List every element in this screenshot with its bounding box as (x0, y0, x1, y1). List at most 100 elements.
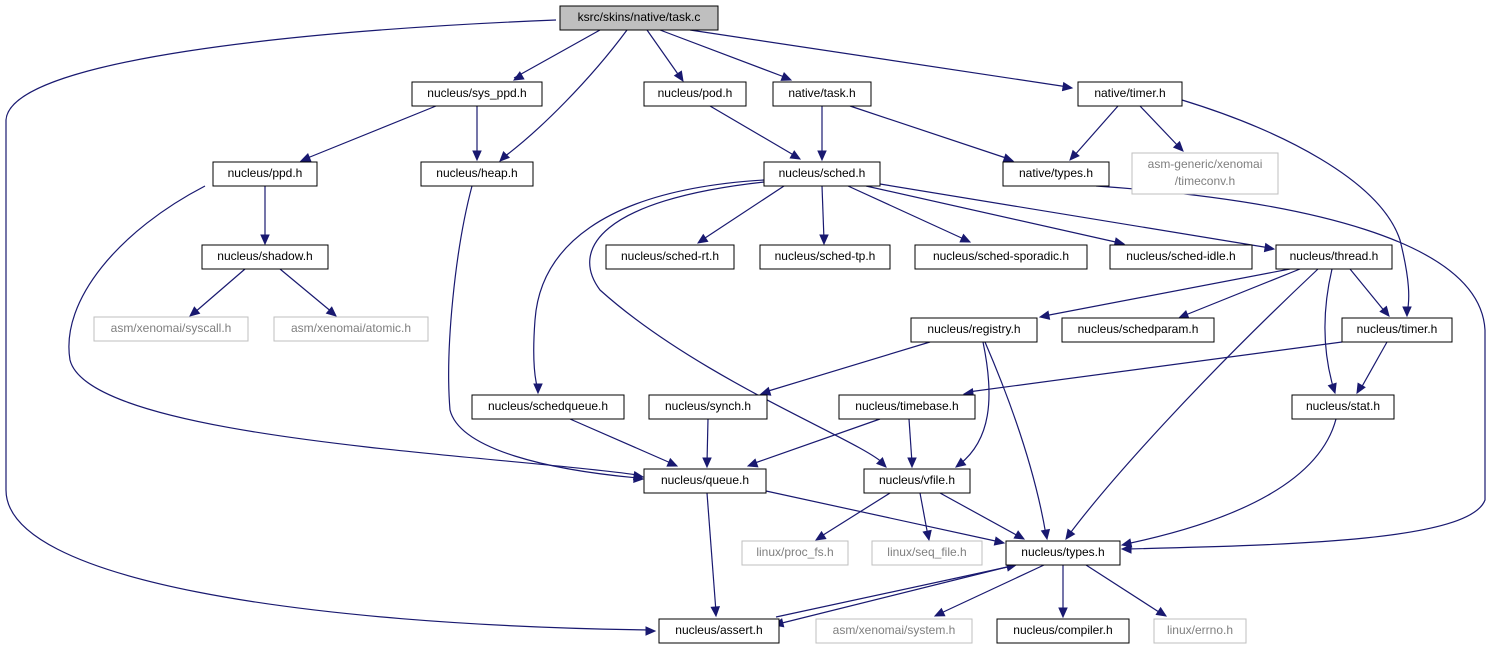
edge-line (1139, 105, 1181, 149)
dependency-edge (1038, 268, 1291, 320)
node-label: nucleus/sched.h (779, 166, 866, 180)
node-label: asm/xenomai/system.h (833, 623, 956, 637)
edge-line (706, 492, 717, 613)
dependency-edge (879, 183, 1276, 253)
dependency-edge (696, 185, 785, 244)
dependency-edge (1349, 268, 1390, 317)
edge-arrowhead (1013, 530, 1026, 540)
dependency-edge (659, 29, 793, 81)
node-label: nucleus/sched-rt.h (621, 249, 719, 263)
edge-arrowhead (1263, 242, 1276, 253)
node-sched-sporadic[interactable]: nucleus/sched-sporadic.h (914, 244, 1088, 270)
node-label: linux/proc_fs.h (756, 545, 833, 559)
node-sched-idle[interactable]: nucleus/sched-idle.h (1109, 244, 1253, 270)
edge-line (819, 492, 891, 538)
node-pod[interactable]: nucleus/pod.h (643, 81, 747, 107)
node-queue[interactable]: nucleus/queue.h (643, 468, 767, 494)
dependency-edge (512, 29, 601, 81)
node-label: nucleus/timer.h (1357, 322, 1438, 336)
dependency-edge (646, 29, 684, 83)
edge-arrowhead (1120, 544, 1132, 554)
node-compiler[interactable]: nucleus/compiler.h (996, 618, 1130, 644)
edge-line (764, 341, 931, 393)
node-label: native/types.h (1019, 166, 1093, 180)
node-label: nucleus/schedqueue.h (488, 399, 608, 413)
dependency-edge (939, 492, 1026, 540)
node-ppd[interactable]: nucleus/ppd.h (212, 161, 318, 187)
node-registry[interactable]: nucleus/registry.h (910, 317, 1038, 343)
dependency-edge (499, 29, 628, 162)
node-sys-ppd[interactable]: nucleus/sys_ppd.h (411, 81, 543, 107)
edge-line (689, 29, 1069, 88)
edge-line (1182, 268, 1301, 317)
edge-line (193, 268, 246, 314)
edge-arrowhead (1356, 382, 1366, 395)
node-shadow[interactable]: nucleus/shadow.h (201, 244, 329, 270)
edge-line (533, 179, 765, 391)
edge-line (908, 418, 913, 464)
node-label: nucleus/heap.h (436, 166, 517, 180)
node-native-types[interactable]: native/types.h (1002, 161, 1110, 187)
node-atomic: asm/xenomai/atomic.h (273, 316, 429, 342)
edge-line (1095, 185, 1486, 550)
edge-arrowhead (666, 457, 679, 467)
node-stat[interactable]: nucleus/stat.h (1291, 394, 1395, 420)
edge-arrowhead (1040, 528, 1051, 541)
edge-line (503, 29, 628, 158)
edge-line (513, 29, 601, 79)
dependency-edge (865, 185, 1126, 247)
edge-arrowhead (759, 386, 772, 396)
edge-line (68, 185, 639, 476)
node-label: nucleus/timebase.h (855, 399, 958, 413)
dependency-edge (814, 492, 891, 541)
edge-line (448, 185, 639, 479)
edge-arrowhead (780, 72, 793, 81)
edge-line (1349, 268, 1387, 314)
dependency-edge (706, 492, 721, 618)
dependency-edge (759, 341, 931, 396)
edge-line (1067, 268, 1319, 537)
dependency-edge (709, 105, 802, 160)
node-task-c: ksrc/skins/native/task.c (559, 5, 719, 31)
dependency-edge (448, 185, 645, 483)
edge-arrowhead (702, 457, 712, 469)
dependency-edge (1065, 268, 1319, 541)
dependency-edge (819, 185, 829, 246)
edge-arrowhead (993, 536, 1006, 546)
node-schedparam[interactable]: nucleus/schedparam.h (1061, 317, 1215, 343)
edge-line (569, 418, 674, 465)
dependency-edge (907, 418, 917, 469)
node-native-timer[interactable]: native/timer.h (1077, 81, 1183, 107)
edge-arrowhead (633, 473, 645, 483)
edge-line (709, 105, 798, 158)
node-proc-fs: linux/proc_fs.h (741, 540, 849, 566)
node-native-task[interactable]: native/task.h (772, 81, 872, 107)
edge-arrowhead (260, 234, 270, 246)
node-schedqueue[interactable]: nucleus/schedqueue.h (471, 394, 625, 420)
dependency-edge (847, 185, 972, 243)
edge-arrowhead (746, 458, 759, 468)
dependency-edge (1177, 268, 1301, 319)
edge-arrowhead (959, 233, 972, 243)
node-assert[interactable]: nucleus/assert.h (658, 618, 780, 644)
node-label: nucleus/schedparam.h (1078, 322, 1199, 336)
dependency-edge (569, 418, 679, 467)
node-timebase[interactable]: nucleus/timebase.h (838, 394, 976, 420)
node-heap[interactable]: nucleus/heap.h (420, 161, 534, 187)
dependency-edge (1058, 565, 1068, 619)
node-sched[interactable]: nucleus/sched.h (763, 161, 881, 187)
edge-line (304, 105, 437, 160)
node-sched-rt[interactable]: nucleus/sched-rt.h (605, 244, 735, 270)
node-synch[interactable]: nucleus/synch.h (648, 394, 768, 420)
node-types[interactable]: nucleus/types.h (1005, 540, 1121, 566)
edge-line (967, 341, 1343, 393)
node-label: nucleus/synch.h (665, 399, 751, 413)
edge-line (1072, 105, 1119, 158)
node-sched-tp[interactable]: nucleus/sched-tp.h (759, 244, 891, 270)
edge-line (939, 492, 1021, 538)
node-thread[interactable]: nucleus/thread.h (1275, 244, 1393, 270)
node-timer[interactable]: nucleus/timer.h (1341, 317, 1453, 343)
edge-line (959, 341, 990, 465)
node-vfile[interactable]: nucleus/vfile.h (863, 468, 971, 494)
edge-line (919, 492, 929, 537)
